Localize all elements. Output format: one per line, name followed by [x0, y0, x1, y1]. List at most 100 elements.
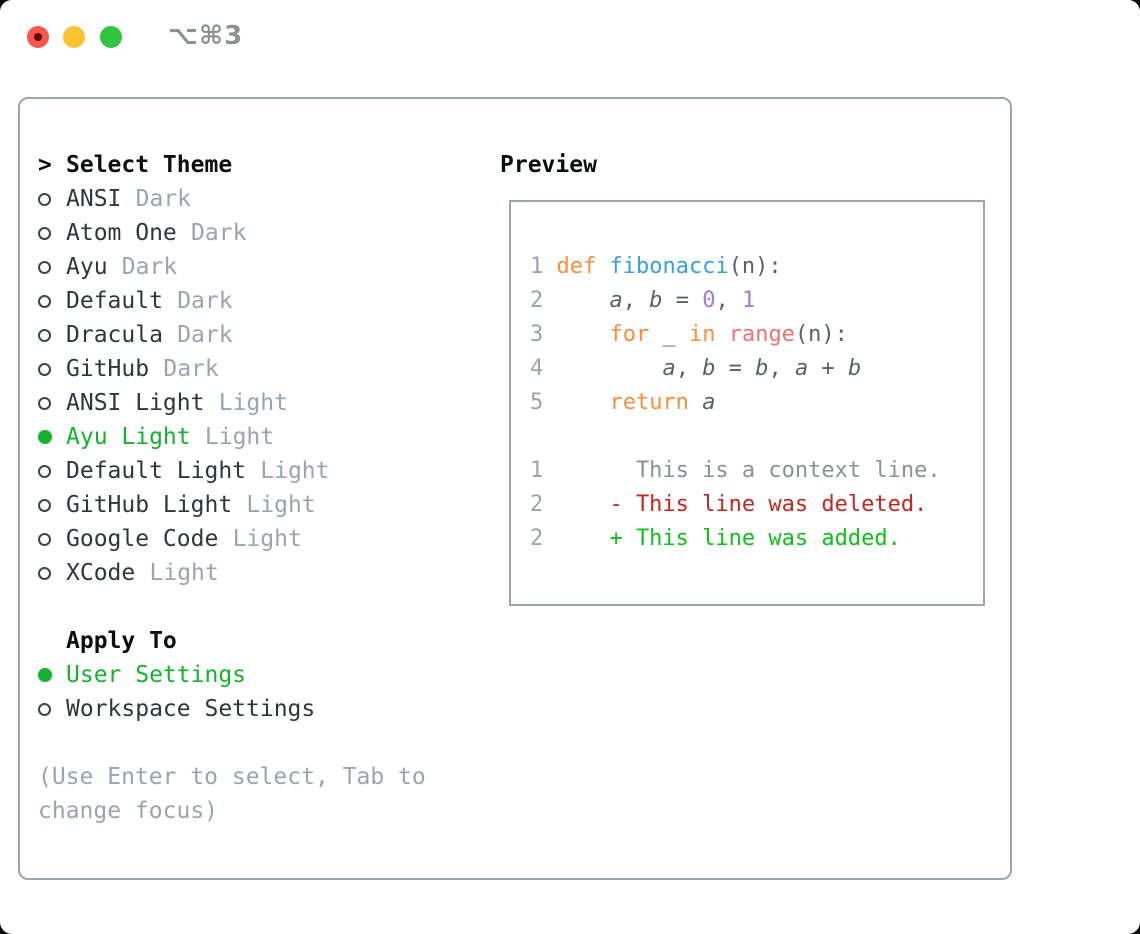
token-kw: in: [688, 322, 716, 347]
radio-icon: [38, 464, 66, 478]
token-var: b: [702, 356, 716, 381]
theme-variant-badge: Light: [204, 424, 275, 450]
code-line: 2 + This line was added.: [530, 522, 983, 556]
theme-variant-badge: Dark: [163, 356, 219, 382]
theme-variant-badge: Light: [260, 458, 330, 484]
token-fg: [556, 390, 609, 415]
radio-selected-icon: [38, 668, 66, 682]
theme-option-label: GitHub Light: [66, 492, 233, 518]
code-line: 5 return a: [530, 386, 983, 420]
radio-icon: [38, 260, 66, 274]
token-fg: _: [649, 322, 689, 347]
minimize-button[interactable]: [63, 26, 85, 48]
token-fg: [556, 356, 662, 381]
apply-option-label: Workspace Settings: [66, 696, 316, 722]
theme-option-label: ANSI Light: [66, 390, 205, 416]
code-line: 2 a, b = 0, 1: [530, 284, 983, 318]
radio-icon: [38, 226, 66, 240]
theme-option-default[interactable]: Default Dark: [38, 284, 468, 318]
token-fg: [556, 288, 609, 313]
token-fg: ,: [768, 356, 795, 381]
token-kw: for: [609, 322, 650, 347]
close-dot-icon: [34, 33, 42, 41]
code-line: 1 def fibonacci(n):: [530, 250, 983, 284]
theme-option-ansi[interactable]: ANSI Dark: [38, 182, 468, 216]
token-fg: (n):: [728, 254, 782, 279]
apply-option-workspace-settings[interactable]: Workspace Settings: [38, 692, 468, 726]
apply-option-user-settings[interactable]: User Settings: [38, 658, 468, 692]
token-kw: def: [556, 254, 597, 279]
theme-option-label: GitHub: [66, 356, 150, 382]
theme-option-label: Default Light: [66, 458, 247, 484]
theme-option-label: Default: [66, 288, 163, 314]
token-kw: return: [609, 390, 689, 415]
apply-option-label: User Settings: [66, 662, 247, 688]
theme-option-label: Google Code: [66, 526, 219, 552]
theme-option-xcode[interactable]: XCode Light: [38, 556, 468, 590]
theme-variant-badge: Light: [218, 390, 288, 416]
theme-option-label: XCode: [66, 560, 136, 586]
radio-icon: [38, 328, 66, 342]
theme-option-label: Atom One: [66, 220, 177, 246]
line-number: 4: [530, 356, 544, 381]
radio-icon: [38, 192, 66, 206]
theme-group-title: Select Theme: [66, 152, 233, 178]
theme-option-google-code[interactable]: Google Code Light: [38, 522, 468, 556]
theme-option-label: ANSI: [66, 186, 122, 212]
token-fg: =: [662, 288, 703, 313]
theme-variant-badge: Dark: [121, 254, 178, 280]
token-ctx: This is a context line.: [556, 458, 941, 483]
theme-option-atom-one[interactable]: Atom One Dark: [38, 216, 468, 250]
token-var: b: [755, 356, 769, 381]
theme-group-header: > Select Theme: [38, 148, 468, 182]
preview-title: Preview: [500, 152, 597, 178]
radio-icon: [38, 532, 66, 546]
token-fg: ,: [715, 288, 742, 313]
token-fg: ,: [622, 288, 650, 313]
radio-icon: [38, 396, 66, 410]
code-line: 1 This is a context line.: [530, 454, 983, 488]
token-del: - This line was deleted.: [556, 492, 928, 517]
token-call: range: [728, 322, 795, 347]
theme-option-label: Dracula: [66, 322, 163, 348]
token-fg: [556, 322, 609, 347]
close-button[interactable]: [27, 26, 49, 48]
line-number: 1: [530, 254, 544, 279]
token-num: 1: [741, 288, 756, 313]
theme-variant-badge: Dark: [177, 322, 233, 348]
radio-icon: [38, 566, 66, 580]
radio-icon: [38, 294, 66, 308]
apply-group-title: Apply To: [66, 628, 177, 654]
theme-option-ayu[interactable]: Ayu Dark: [38, 250, 468, 284]
code-line: 3 for _ in range(n):: [530, 318, 983, 352]
theme-option-ansi-light[interactable]: ANSI Light Light: [38, 386, 468, 420]
theme-option-ayu-light[interactable]: Ayu Light Light: [38, 420, 468, 454]
token-var: a: [609, 288, 623, 313]
theme-variant-badge: Dark: [191, 220, 247, 246]
token-fg: [715, 322, 728, 347]
zoom-button[interactable]: [100, 26, 122, 48]
theme-option-label: Ayu Light: [66, 424, 191, 450]
token-fn: fibonacci: [609, 254, 729, 279]
token-var: b: [847, 356, 862, 381]
theme-option-default-light[interactable]: Default Light Light: [38, 454, 468, 488]
theme-variant-badge: Dark: [177, 288, 233, 314]
theme-option-github[interactable]: GitHub Dark: [38, 352, 468, 386]
token-fg: [689, 390, 702, 415]
theme-option-label: Ayu: [66, 254, 108, 280]
token-fg: =: [715, 356, 756, 381]
radio-icon: [38, 362, 66, 376]
theme-variant-badge: Dark: [135, 186, 192, 212]
theme-variant-badge: Light: [149, 560, 219, 586]
theme-variant-badge: Light: [232, 526, 302, 552]
window-titlebar: ⌥⌘3: [0, 0, 1140, 75]
theme-option-dracula[interactable]: Dracula Dark: [38, 318, 468, 352]
code-line: [530, 420, 983, 454]
token-fg: [596, 254, 609, 279]
code-line: 2 - This line was deleted.: [530, 488, 983, 522]
